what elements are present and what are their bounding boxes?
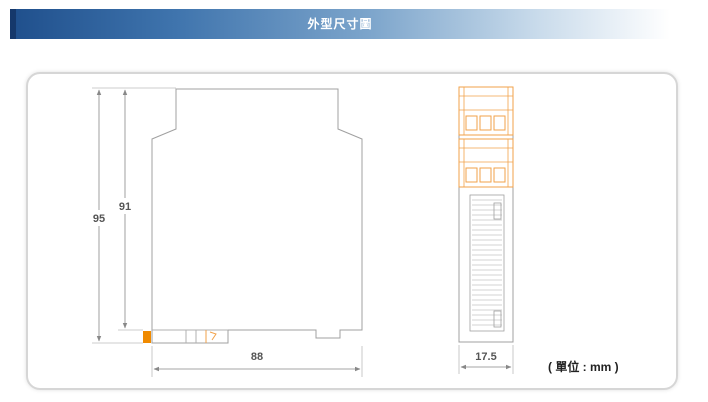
label-window [493,202,502,220]
unit-label: ( 單位 : mm ) [548,359,619,374]
terminal-screw [479,115,492,131]
front-view [458,86,514,343]
dimension-17-5-label: 17.5 [475,351,496,363]
side-view [143,88,363,344]
dimension-91-label: 91 [119,201,131,213]
terminal-screw [493,115,506,131]
header-accent-bar [10,9,16,39]
dimension-depth: 88 [151,346,363,377]
section-header: 外型尺寸圖 [10,9,670,39]
section-title: 外型尺寸圖 [307,17,373,31]
vent-slots [472,199,502,326]
side-view-outline [151,88,363,344]
terminal-screw [479,167,492,183]
vent-panel [469,194,505,332]
dimension-95-label: 95 [93,213,105,225]
terminal-screw [493,167,506,183]
dimension-height-outer: 95 [88,87,176,344]
terminal-block-middle [458,138,514,188]
terminal-block-top [458,86,514,136]
label-window [493,310,502,328]
drawing-panel [26,72,678,390]
terminal-screw [465,167,478,183]
din-clip [143,331,151,343]
dimension-height-inner: 91 [114,89,143,331]
clip-latch [205,330,217,343]
dimension-88-label: 88 [251,351,263,363]
dimension-width: 17.5 [458,345,514,374]
terminal-screw [465,115,478,131]
